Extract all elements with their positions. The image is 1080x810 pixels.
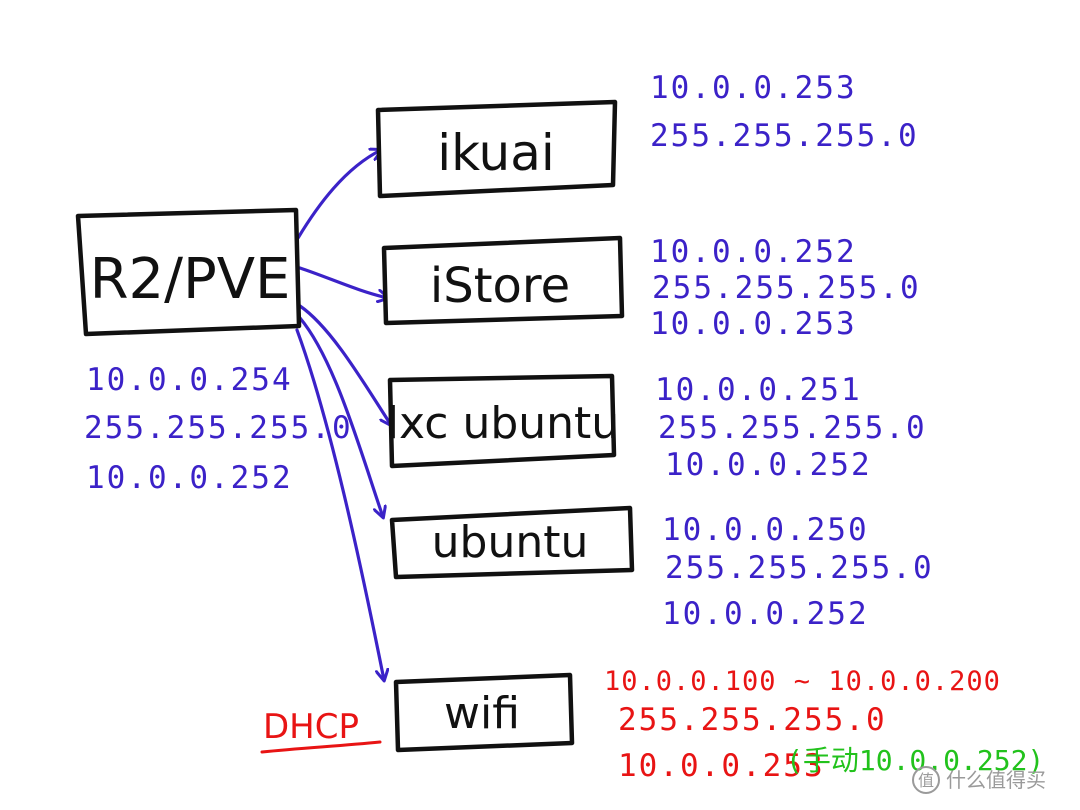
node-ikuai: ikuai: [375, 99, 618, 199]
r2pve-mask: 255.255.255.0: [84, 410, 353, 446]
watermark: 值 什么值得买: [912, 766, 1046, 794]
lxc-ubuntu-mask: 255.255.255.0: [658, 410, 927, 446]
ikuai-mask: 255.255.255.0: [650, 118, 919, 154]
wifi-dhcp-range: 10.0.0.100 ~ 10.0.0.200: [604, 666, 1001, 697]
node-ikuai-label: ikuai: [437, 124, 555, 182]
wifi-gateway: 10.0.0.253: [618, 748, 825, 784]
arrow-to-lxc-ubuntu: [298, 304, 391, 425]
r2pve-gateway: 10.0.0.252: [86, 460, 293, 496]
istore-network-info: 10.0.0.252 255.255.255.0 10.0.0.253: [650, 234, 921, 342]
ubuntu-ip: 10.0.0.250: [662, 512, 869, 548]
watermark-text: 什么值得买: [946, 768, 1046, 792]
node-r2pve-label: R2/PVE: [90, 247, 291, 312]
node-istore-box: [381, 235, 625, 326]
node-ubuntu-label: ubuntu: [432, 517, 589, 568]
node-wifi-label: wifi: [444, 688, 520, 739]
zhi-value-logo-icon: 值: [912, 766, 940, 794]
svg-text:值: 值: [918, 771, 934, 790]
istore-ip: 10.0.0.252: [650, 234, 857, 270]
ubuntu-network-info: 10.0.0.250 255.255.255.0 10.0.0.252: [662, 512, 934, 632]
ubuntu-gateway: 10.0.0.252: [662, 596, 869, 632]
istore-mask: 255.255.255.0: [652, 270, 921, 306]
lxc-ubuntu-ip: 10.0.0.251: [655, 372, 862, 408]
node-istore-label: iStore: [430, 258, 570, 314]
node-lxc-ubuntu: lxc ubuntu: [387, 373, 619, 469]
ikuai-network-info: 10.0.0.253 255.255.255.0: [650, 70, 919, 154]
arrow-to-ubuntu: [298, 316, 383, 517]
arrow-to-istore: [298, 266, 388, 298]
lxc-ubuntu-network-info: 10.0.0.251 255.255.255.0 10.0.0.252: [655, 372, 927, 483]
node-istore: iStore: [381, 235, 625, 326]
ikuai-ip: 10.0.0.253: [650, 70, 857, 106]
r2pve-ip: 10.0.0.254: [86, 362, 293, 398]
dhcp-underline: [260, 740, 382, 754]
istore-gateway: 10.0.0.253: [650, 306, 857, 342]
node-wifi-box: [393, 672, 575, 753]
wifi-network-info: 10.0.0.100 ~ 10.0.0.200 255.255.255.0 10…: [604, 666, 1044, 784]
node-lxc-ubuntu-box: [387, 373, 617, 469]
node-r2pve-box: [75, 207, 302, 337]
dhcp-label: DHCP: [263, 707, 359, 747]
dhcp-tag: DHCP: [260, 707, 382, 754]
node-ikuai-box: [375, 99, 618, 199]
node-ubuntu: ubuntu: [389, 505, 635, 580]
ubuntu-mask: 255.255.255.0: [665, 550, 934, 586]
wifi-mask: 255.255.255.0: [618, 702, 887, 738]
node-r2pve: R2/PVE: [75, 207, 302, 337]
arrow-to-wifi: [295, 328, 384, 680]
lxc-ubuntu-gateway: 10.0.0.252: [665, 447, 872, 483]
arrow-to-ikuai: [296, 150, 381, 240]
node-lxc-ubuntu-label: lxc ubuntu: [387, 398, 619, 449]
node-ubuntu-box: [389, 505, 635, 580]
r2pve-network-info: 10.0.0.254 255.255.255.0 10.0.0.252: [84, 362, 353, 496]
node-wifi: wifi: [393, 672, 575, 753]
